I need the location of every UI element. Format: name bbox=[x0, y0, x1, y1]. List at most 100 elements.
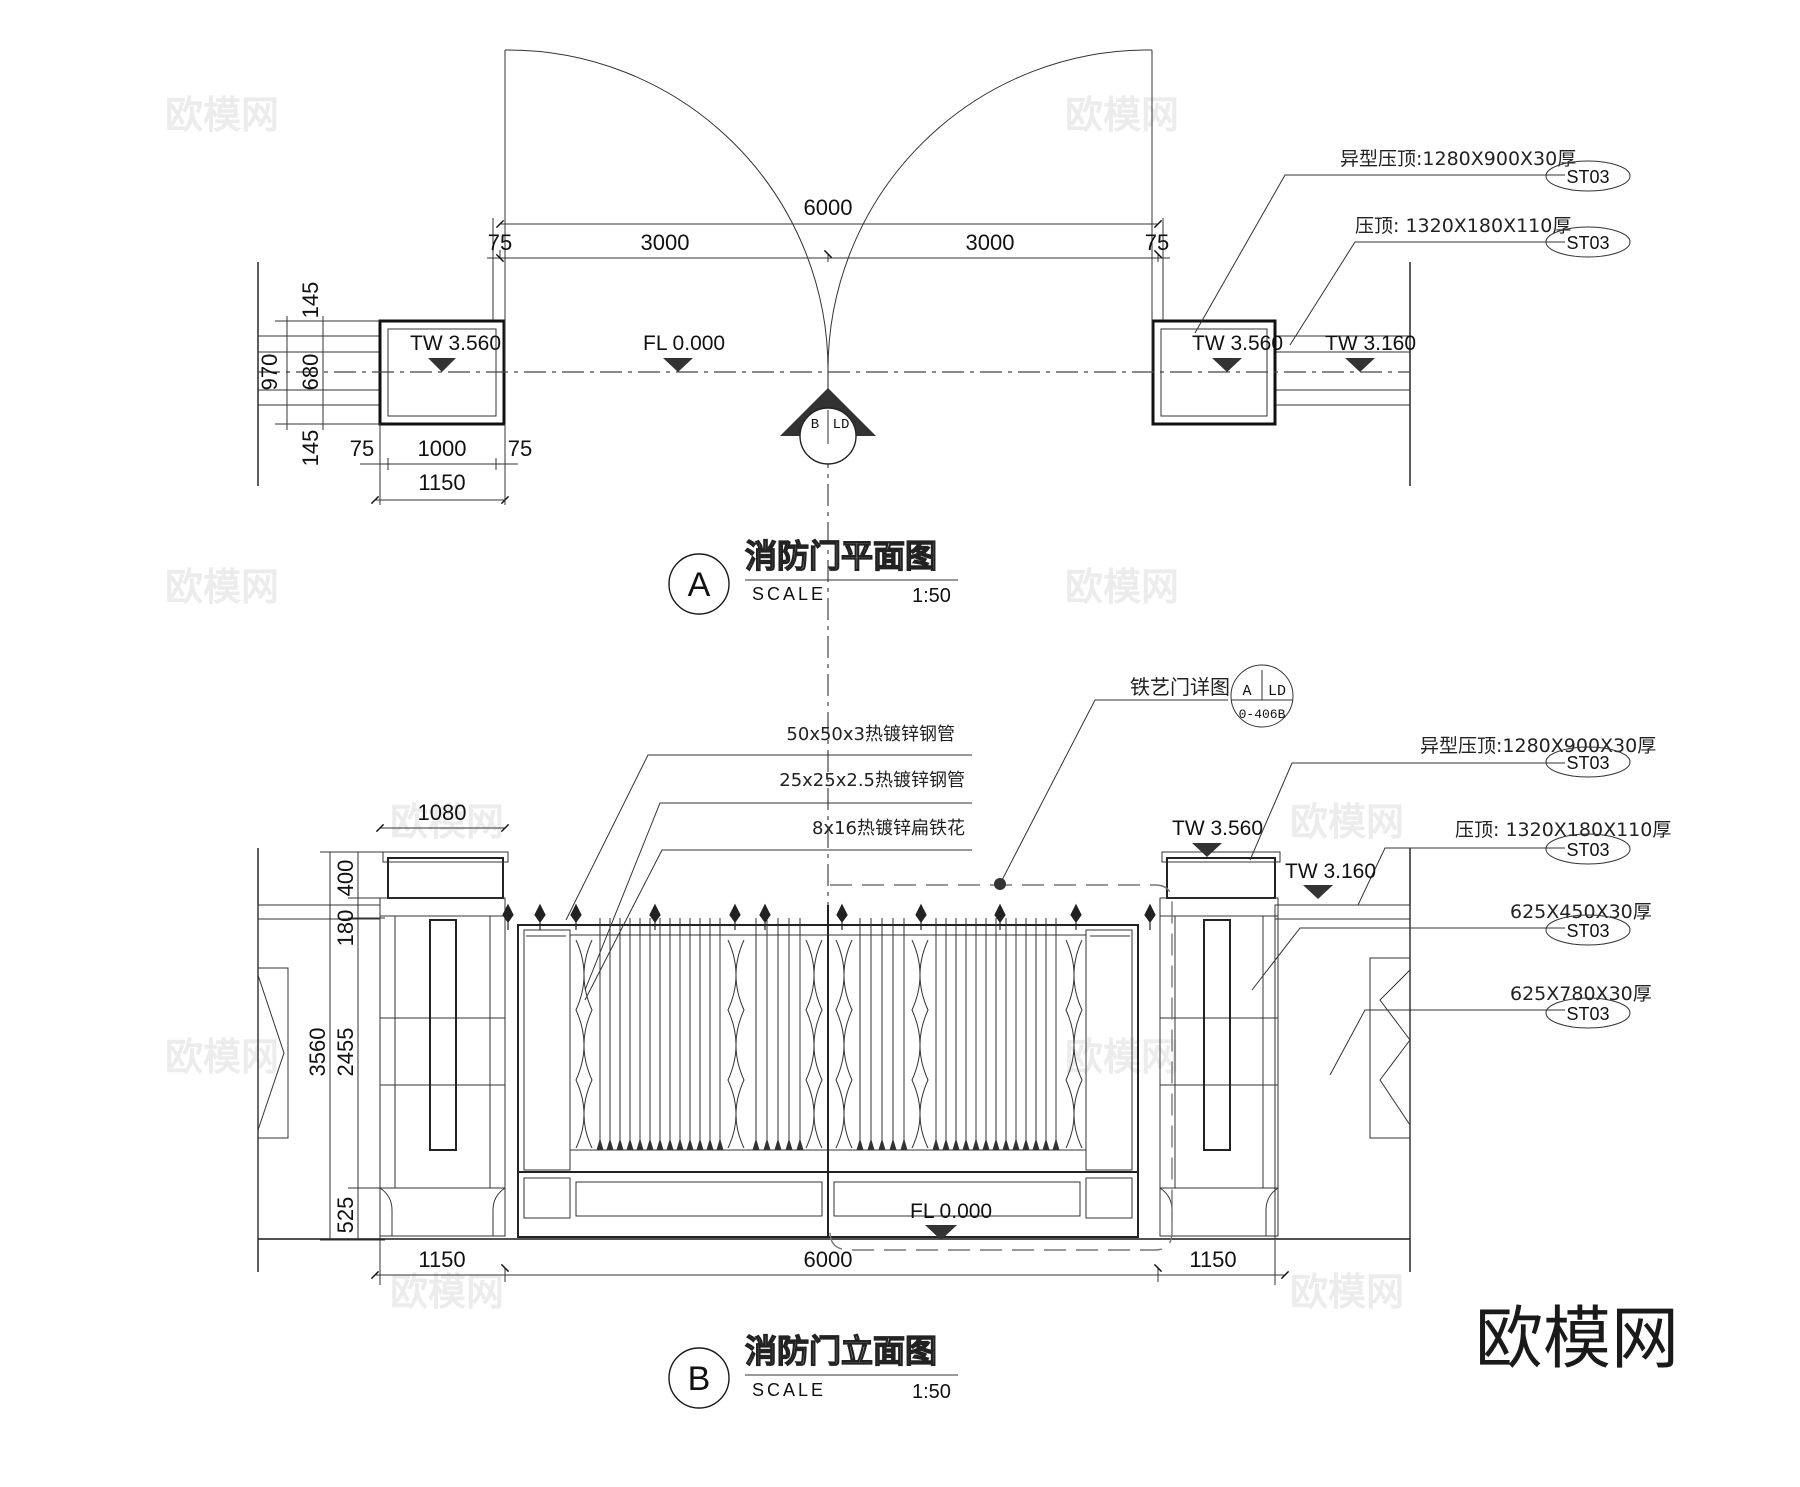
gate-bar-spike bbox=[774, 1138, 782, 1151]
elev-dim-v-band: 180 bbox=[333, 910, 358, 947]
plan-level-floor: FL 0.000 bbox=[643, 332, 725, 355]
plan-callout-top-text: 异型压顶:1280X900X30厚 bbox=[1340, 148, 1576, 170]
gate-bar-spike bbox=[606, 1138, 614, 1151]
gate-bar-spike bbox=[666, 1138, 674, 1151]
plan-title-block: A 消防门平面图 SCALE 1:50 bbox=[668, 536, 958, 615]
elev-detail-letter: A bbox=[1242, 683, 1251, 700]
plan-view: 6000 3000 3000 75 75 1000 75 75 1150 970… bbox=[257, 49, 1631, 1240]
gate-finial bbox=[649, 903, 661, 930]
plan-dim-pillar-total: 1150 bbox=[418, 470, 465, 495]
plan-level-right-pillar: TW 3.560 bbox=[1192, 332, 1283, 355]
elev-level-pillar: TW 3.560 bbox=[1172, 817, 1263, 840]
elev-callout-4-tag: ST03 bbox=[1566, 1004, 1609, 1024]
gate-finial bbox=[759, 903, 771, 930]
plan-scale-label: SCALE bbox=[752, 584, 826, 604]
gate-bar-spike bbox=[952, 1138, 960, 1151]
gate-bar-spike bbox=[646, 1138, 654, 1151]
gate-bar-spike bbox=[706, 1138, 714, 1151]
elev-scale-label: SCALE bbox=[752, 1380, 826, 1400]
gate-bar-spike bbox=[1002, 1138, 1010, 1151]
gate-bar-spike bbox=[1022, 1138, 1030, 1151]
svg-text:欧模网: 欧模网 bbox=[1290, 1270, 1404, 1314]
elev-dim-bottom-mid: 6000 bbox=[804, 1247, 853, 1272]
gate-bar-spike bbox=[900, 1138, 908, 1151]
elev-detail-ref-top: LD bbox=[1268, 683, 1286, 700]
gate-bar-spike bbox=[878, 1138, 886, 1151]
svg-text:欧模网: 欧模网 bbox=[165, 1035, 279, 1079]
elev-callout-1-tag: ST03 bbox=[1566, 753, 1609, 773]
plan-dim-total: 6000 bbox=[804, 195, 853, 220]
plan-scale-value: 1:50 bbox=[912, 585, 951, 607]
gate-bar-spike bbox=[686, 1138, 694, 1151]
elev-detail-ref-bottom: 0-406B bbox=[1239, 707, 1286, 722]
elev-dim-v-base: 525 bbox=[333, 1197, 358, 1234]
gate-bar-spike bbox=[1032, 1138, 1040, 1151]
gate-bar-spike bbox=[763, 1138, 771, 1151]
elev-dim-v-cap: 400 bbox=[333, 860, 358, 897]
gate-finial bbox=[570, 903, 582, 930]
gate-bar-spike bbox=[889, 1138, 897, 1151]
gate-bar-spike bbox=[752, 1138, 760, 1151]
elev-note-1: 50x50x3热镀锌钢管 bbox=[786, 724, 955, 745]
elev-note-3: 8x16热镀锌扁铁花 bbox=[812, 818, 965, 839]
section-marker-left: B bbox=[811, 417, 819, 433]
elev-level-floor: FL 0.000 bbox=[910, 1200, 992, 1223]
plan-dim-v-bottom: 145 bbox=[298, 430, 323, 467]
svg-text:欧模网: 欧模网 bbox=[1065, 565, 1179, 609]
gate-bar-spike bbox=[856, 1138, 864, 1151]
elevation-title-block: B 消防门立面图 SCALE 1:50 bbox=[668, 1331, 958, 1409]
gate-bar-spike bbox=[942, 1138, 950, 1151]
gate-bar-spike bbox=[1052, 1138, 1060, 1151]
elev-dim-bottom-left: 1150 bbox=[418, 1247, 465, 1272]
plan-dim-pillar-side-r: 75 bbox=[508, 436, 532, 461]
gate-finial bbox=[1070, 903, 1082, 930]
gate-finial bbox=[994, 903, 1006, 930]
svg-text:欧模网: 欧模网 bbox=[390, 800, 504, 844]
gate-bar-spike bbox=[1042, 1138, 1050, 1151]
plan-title: 消防门平面图 bbox=[745, 537, 937, 575]
gate-bar-spike bbox=[696, 1138, 704, 1151]
plan-dim-v-top: 145 bbox=[298, 282, 323, 319]
svg-text:欧模网: 欧模网 bbox=[1290, 800, 1404, 844]
elev-detail-note: 铁艺门详图 bbox=[1130, 675, 1230, 699]
elev-callout-4-text: 625X780X30厚 bbox=[1510, 983, 1652, 1005]
svg-text:欧模网: 欧模网 bbox=[1065, 93, 1179, 137]
gate-bar-spike bbox=[972, 1138, 980, 1151]
gate-bar-spike bbox=[796, 1138, 804, 1151]
plan-dim-right-gap: 75 bbox=[1145, 230, 1169, 255]
plan-dim-pillar-inner: 1000 bbox=[418, 436, 467, 461]
plan-dim-left-gap: 75 bbox=[488, 230, 512, 255]
gate-bar-spike bbox=[656, 1138, 664, 1151]
gate-bar-spike bbox=[1012, 1138, 1020, 1151]
gate-bar-spike bbox=[626, 1138, 634, 1151]
elev-dim-v-total: 3560 bbox=[305, 1028, 330, 1077]
elev-level-wall: TW 3.160 bbox=[1285, 860, 1376, 883]
gate-bar-spike bbox=[982, 1138, 990, 1151]
gate-bar-spike bbox=[867, 1138, 875, 1151]
elev-callout-2-text: 压顶: 1320X180X110厚 bbox=[1455, 819, 1671, 841]
svg-text:欧模网: 欧模网 bbox=[1065, 1035, 1179, 1079]
watermarks: 欧模网 欧模网 欧模网 欧模网 欧模网 欧模网 欧模网 欧模网 欧模网 欧模网 bbox=[165, 93, 1404, 1314]
gate-bar-spike bbox=[932, 1138, 940, 1151]
elev-scale-value: 1:50 bbox=[912, 1381, 951, 1403]
elev-dim-cap-width: 1080 bbox=[418, 800, 467, 825]
elev-callout-2-tag: ST03 bbox=[1566, 840, 1609, 860]
gate-finial bbox=[1144, 903, 1156, 930]
elev-callout-3-text: 625X450X30厚 bbox=[1510, 901, 1652, 923]
plan-dim-v-mid: 680 bbox=[298, 354, 323, 391]
gate-bar-spike bbox=[962, 1138, 970, 1151]
gate-finial bbox=[915, 903, 927, 930]
gate-bar-spike bbox=[596, 1138, 604, 1151]
gate-bar-spike bbox=[676, 1138, 684, 1151]
elev-callout-1-text: 异型压顶:1280X900X30厚 bbox=[1420, 735, 1656, 757]
gate-bar-spike bbox=[992, 1138, 1000, 1151]
gate-finial bbox=[534, 903, 546, 930]
gate-finial bbox=[502, 903, 514, 930]
svg-text:欧模网: 欧模网 bbox=[390, 1270, 504, 1314]
plan-dim-v-total: 970 bbox=[257, 354, 282, 391]
gate-bar-spike bbox=[716, 1138, 724, 1151]
plan-level-left-pillar: TW 3.560 bbox=[410, 332, 501, 355]
site-logo: 欧模网 bbox=[1475, 1300, 1679, 1379]
section-marker-right: LD bbox=[833, 417, 850, 433]
